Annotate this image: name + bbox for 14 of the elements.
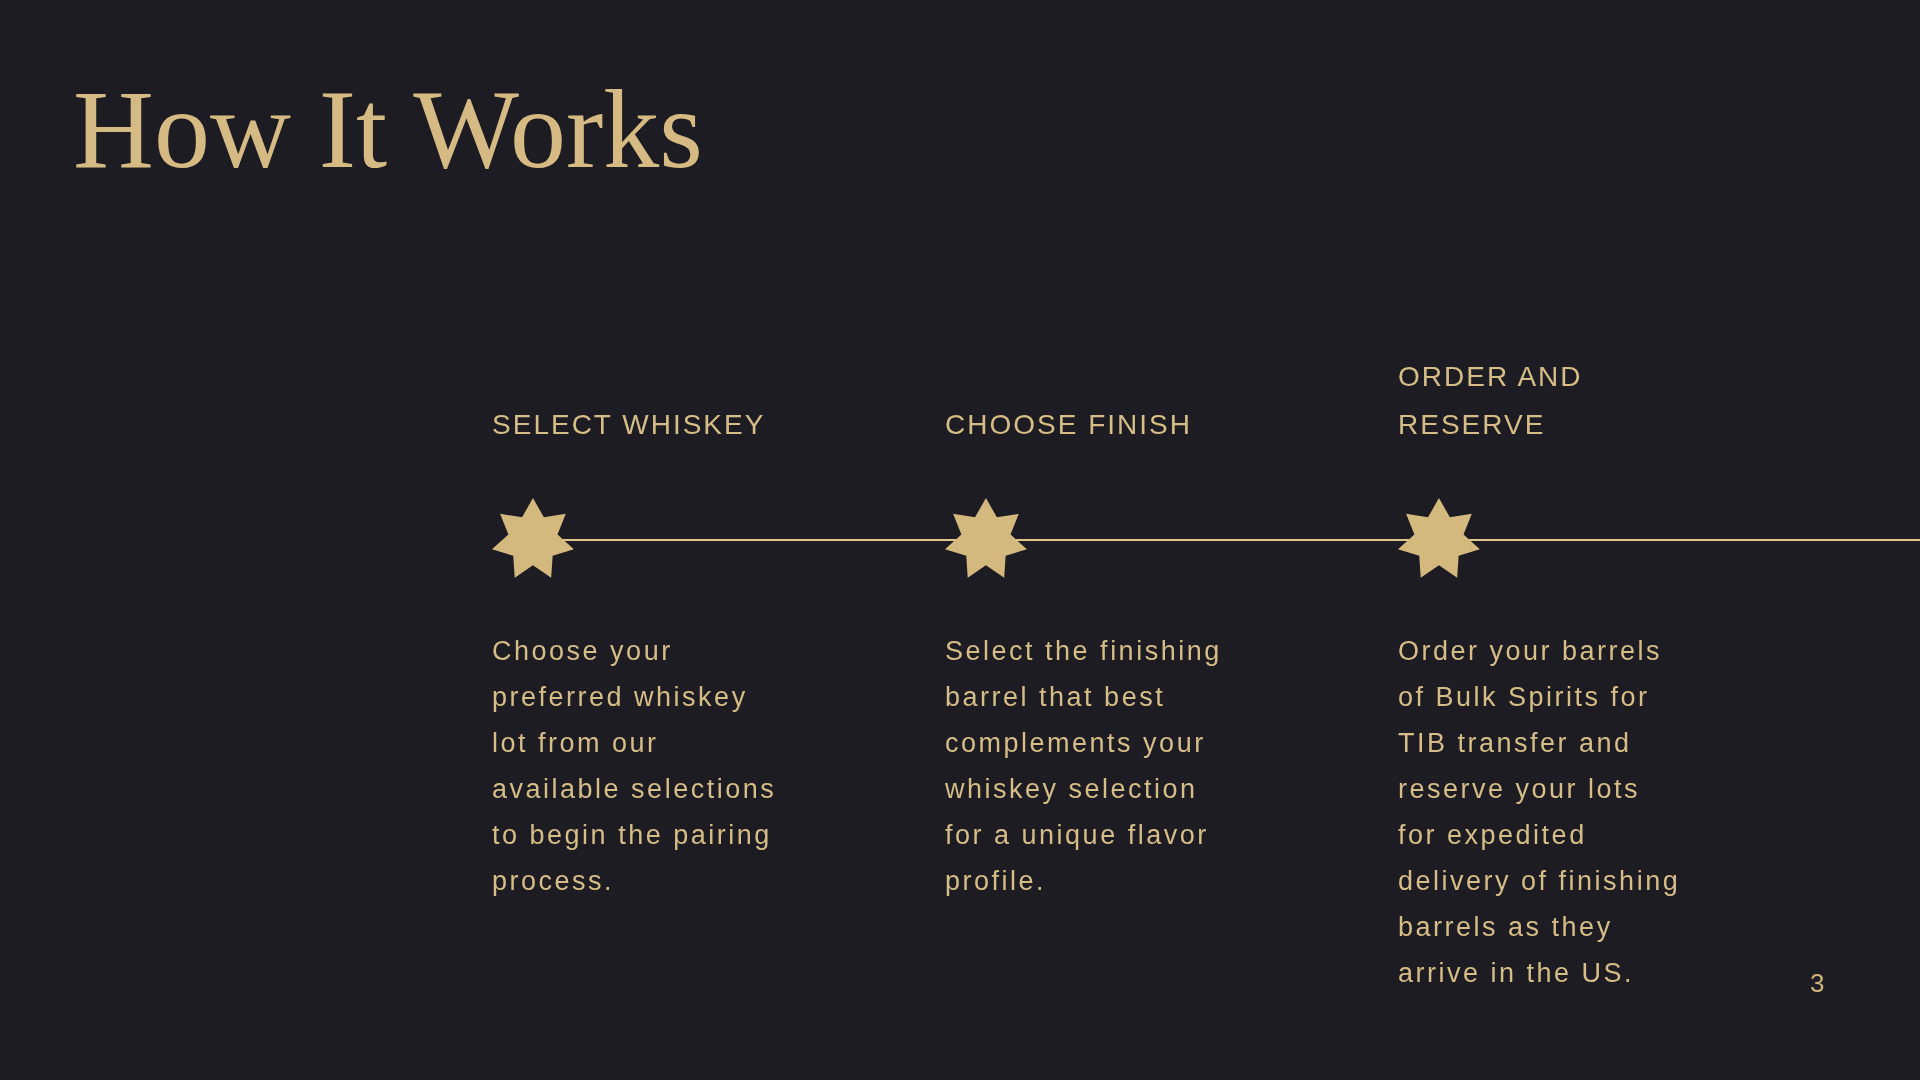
page-number: 3: [1810, 968, 1825, 998]
step-description: Select the finishing barrel that best complements your whiskey selection for a unique flavor profile.: [945, 635, 1223, 898]
step-heading: ORDER AND RESERVE: [1398, 360, 1584, 442]
star-icon: [1398, 498, 1480, 578]
step-heading: SELECT WHISKEY: [492, 408, 767, 442]
star-icon: [492, 498, 574, 578]
connector-line: [1014, 539, 1411, 541]
step-description: Order your barrels of Bulk Spirits for TIB transfer and reserve your lots for expedited delivery of finishing barrels as they arrive in the US.: [1398, 635, 1682, 990]
connector-line: [561, 539, 958, 541]
slide-title: How It Works: [73, 73, 703, 185]
star-icon: [945, 498, 1027, 578]
step-description: Choose your preferred whiskey lot from our available selections to begin the pairing process.: [492, 635, 778, 898]
step-heading: CHOOSE FINISH: [945, 408, 1193, 442]
connector-line: [1467, 539, 1920, 541]
